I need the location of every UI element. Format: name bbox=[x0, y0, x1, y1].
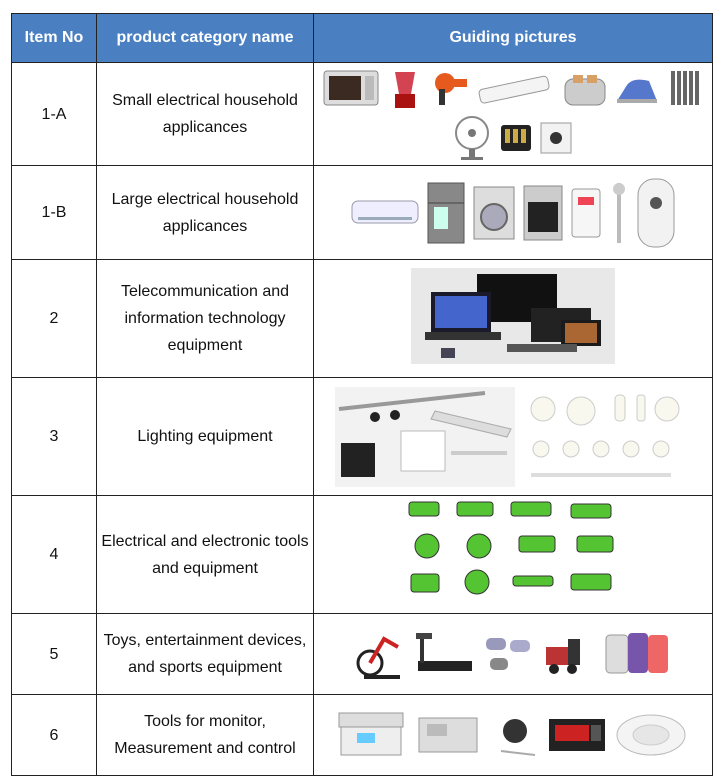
guiding-pictures bbox=[313, 62, 713, 166]
item-no: 3 bbox=[11, 377, 97, 496]
guiding-pictures bbox=[313, 259, 713, 378]
storage-boiler-icon bbox=[637, 178, 675, 247]
category-name: Tools for monitor, Measurement and contr… bbox=[96, 694, 314, 776]
toy-train-icon bbox=[546, 639, 580, 674]
game-controllers-icon bbox=[486, 638, 530, 670]
product-category-table: Item No product category name Guiding pi… bbox=[11, 13, 713, 776]
hair-dryer-icon bbox=[435, 73, 467, 105]
air-conditioner-icon bbox=[351, 200, 419, 223]
power-tools-icon bbox=[401, 496, 625, 608]
shower-set-icon bbox=[613, 182, 625, 243]
desk-fan-icon bbox=[455, 116, 489, 160]
header-pictures: Guiding pictures bbox=[313, 13, 713, 63]
item-no: 1-B bbox=[11, 165, 97, 260]
it-equipment-icon bbox=[411, 268, 615, 364]
table-row: 4 Electrical and electronic tools and eq… bbox=[11, 495, 713, 614]
header-row: Item No product category name Guiding pi… bbox=[11, 13, 713, 63]
treadmill-icon bbox=[416, 633, 472, 671]
blender-icon bbox=[395, 72, 415, 108]
steam-iron-icon bbox=[617, 79, 657, 103]
handheld-consoles-icon bbox=[605, 633, 668, 674]
table-row: 1-B Large electrical household applicanc… bbox=[11, 165, 713, 260]
table-row: 6 Tools for monitor, Measurement and con… bbox=[11, 694, 713, 776]
table-row: 1-A Small electrical household applicanc… bbox=[11, 62, 713, 166]
item-no: 5 bbox=[11, 613, 97, 695]
water-heater-icon bbox=[571, 188, 601, 237]
category-name: Small electrical household applicances bbox=[96, 62, 314, 166]
light-bulbs-icon bbox=[530, 394, 680, 477]
guiding-pictures bbox=[313, 694, 713, 776]
item-no: 1-A bbox=[11, 62, 97, 166]
guiding-pictures bbox=[313, 165, 713, 260]
hot-plate-icon bbox=[338, 712, 404, 756]
item-no: 6 bbox=[11, 694, 97, 776]
table-row: 3 Lighting equipment bbox=[11, 377, 713, 496]
guiding-pictures bbox=[313, 495, 713, 614]
oil-heater-icon bbox=[671, 71, 699, 105]
microwave-oven-icon bbox=[323, 70, 379, 106]
lab-instrument-icon bbox=[418, 717, 478, 753]
lighting-fixtures-icon bbox=[335, 386, 515, 487]
category-name: Telecommunication and information techno… bbox=[96, 259, 314, 378]
category-name: Electrical and electronic tools and equi… bbox=[96, 495, 314, 614]
item-no: 2 bbox=[11, 259, 97, 378]
thermostat-knob-icon bbox=[500, 719, 536, 756]
category-name: Lighting equipment bbox=[96, 377, 314, 496]
power-strip-icon bbox=[478, 75, 550, 104]
exercise-bike-icon bbox=[356, 636, 400, 679]
battery-charger-icon bbox=[501, 125, 531, 151]
item-no: 4 bbox=[11, 495, 97, 614]
refrigerator-icon bbox=[427, 182, 465, 243]
category-name: Toys, entertainment devices, and sports … bbox=[96, 613, 314, 695]
wall-socket-icon bbox=[540, 122, 572, 154]
washing-machine-icon bbox=[473, 186, 515, 239]
guiding-pictures bbox=[313, 613, 713, 695]
toaster-icon bbox=[564, 75, 606, 106]
header-item-no: Item No bbox=[11, 13, 97, 63]
category-name: Large electrical household applicances bbox=[96, 165, 314, 260]
electric-stove-icon bbox=[523, 185, 563, 240]
guiding-pictures bbox=[313, 377, 713, 496]
header-category: product category name bbox=[96, 13, 314, 63]
smoke-detector-icon bbox=[616, 714, 686, 756]
table-row: 5 Toys, entertainment devices, and sport… bbox=[11, 613, 713, 695]
table-row: 2 Telecommunication and information tech… bbox=[11, 259, 713, 378]
temperature-controller-icon bbox=[549, 719, 605, 751]
